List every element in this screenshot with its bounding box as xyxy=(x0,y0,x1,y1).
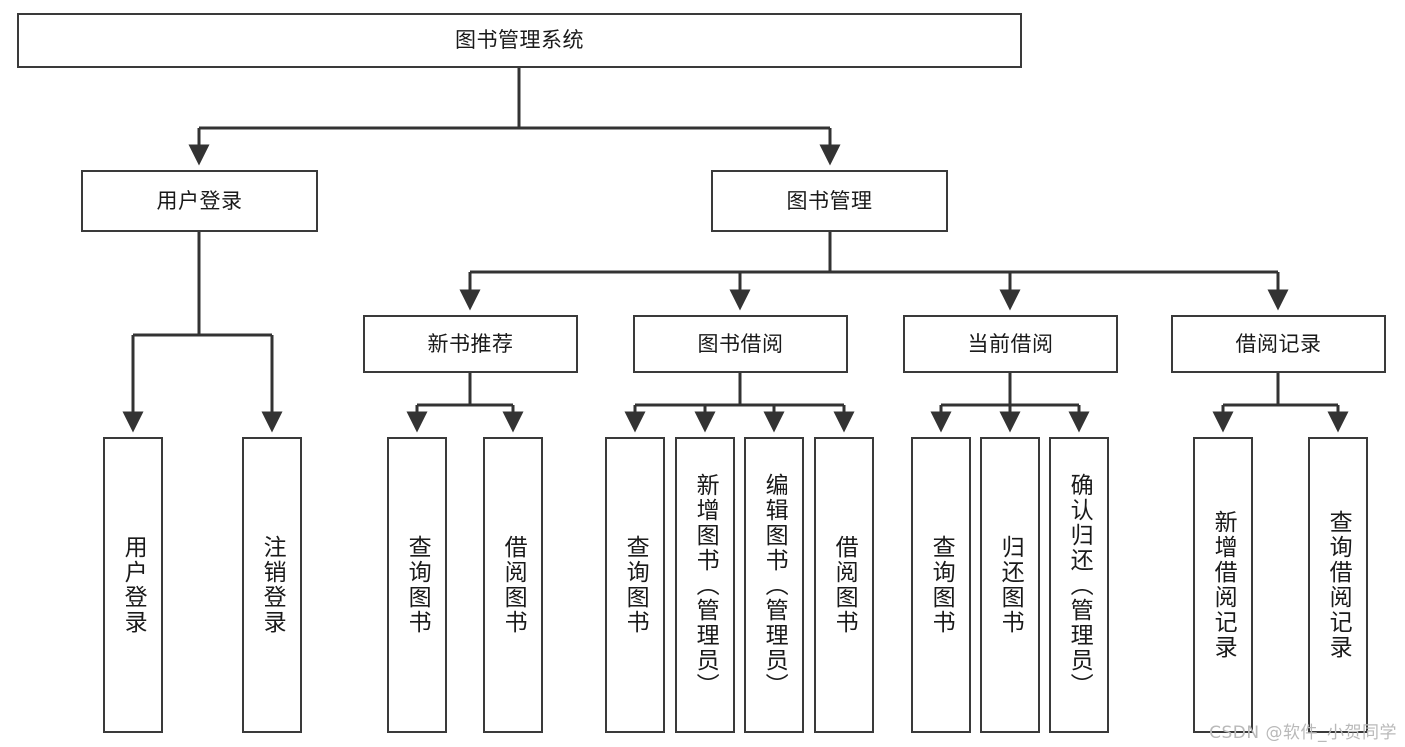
node-leaf-logout-login[interactable]: 注销登录 xyxy=(242,437,302,733)
node-leaf-edit-book-label: 编辑图书（管理员） xyxy=(761,472,788,698)
node-leaf-edit-book[interactable]: 编辑图书（管理员） xyxy=(744,437,804,733)
node-leaf-add-book-label: 新增图书（管理员） xyxy=(692,472,719,698)
node-leaf-return-book[interactable]: 归还图书 xyxy=(980,437,1040,733)
node-leaf-add-book[interactable]: 新增图书（管理员） xyxy=(675,437,735,733)
node-root-label: 图书管理系统 xyxy=(455,28,584,53)
node-book-manage[interactable]: 图书管理 xyxy=(711,170,948,232)
node-leaf-return-book-label: 归还图书 xyxy=(997,535,1024,635)
node-leaf-logout-login-label: 注销登录 xyxy=(259,535,286,635)
node-user-login-label: 用户登录 xyxy=(156,188,243,213)
node-leaf-query-book-3[interactable]: 查询图书 xyxy=(911,437,971,733)
node-new-book-recommend-label: 新书推荐 xyxy=(427,331,514,356)
node-leaf-confirm-return[interactable]: 确认归还（管理员） xyxy=(1049,437,1109,733)
node-leaf-add-record-label: 新增借阅记录 xyxy=(1210,510,1237,660)
node-leaf-confirm-return-label: 确认归还（管理员） xyxy=(1066,472,1093,698)
node-book-borrow[interactable]: 图书借阅 xyxy=(633,315,848,373)
node-borrow-record[interactable]: 借阅记录 xyxy=(1171,315,1386,373)
node-leaf-user-login-label: 用户登录 xyxy=(120,535,147,635)
watermark-text: CSDN @软件_小贺同学 xyxy=(1209,723,1397,743)
node-leaf-query-book-3-label: 查询图书 xyxy=(928,535,955,635)
node-book-manage-label: 图书管理 xyxy=(786,188,873,213)
node-leaf-query-book-2-label: 查询图书 xyxy=(622,535,649,635)
node-root[interactable]: 图书管理系统 xyxy=(17,13,1022,68)
node-leaf-query-book-1-label: 查询图书 xyxy=(404,535,431,635)
node-book-borrow-label: 图书借阅 xyxy=(697,331,784,356)
node-leaf-borrow-book-2-label: 借阅图书 xyxy=(831,535,858,635)
node-leaf-query-book-1[interactable]: 查询图书 xyxy=(387,437,447,733)
node-current-borrow[interactable]: 当前借阅 xyxy=(903,315,1118,373)
node-leaf-query-record[interactable]: 查询借阅记录 xyxy=(1308,437,1368,733)
node-leaf-add-record[interactable]: 新增借阅记录 xyxy=(1193,437,1253,733)
node-leaf-query-book-2[interactable]: 查询图书 xyxy=(605,437,665,733)
node-leaf-borrow-book-2[interactable]: 借阅图书 xyxy=(814,437,874,733)
node-leaf-borrow-book-1[interactable]: 借阅图书 xyxy=(483,437,543,733)
node-new-book-recommend[interactable]: 新书推荐 xyxy=(363,315,578,373)
node-leaf-borrow-book-1-label: 借阅图书 xyxy=(500,535,527,635)
node-borrow-record-label: 借阅记录 xyxy=(1235,331,1322,356)
node-leaf-query-record-label: 查询借阅记录 xyxy=(1325,510,1352,660)
node-user-login[interactable]: 用户登录 xyxy=(81,170,318,232)
node-leaf-user-login[interactable]: 用户登录 xyxy=(103,437,163,733)
node-current-borrow-label: 当前借阅 xyxy=(967,331,1054,356)
